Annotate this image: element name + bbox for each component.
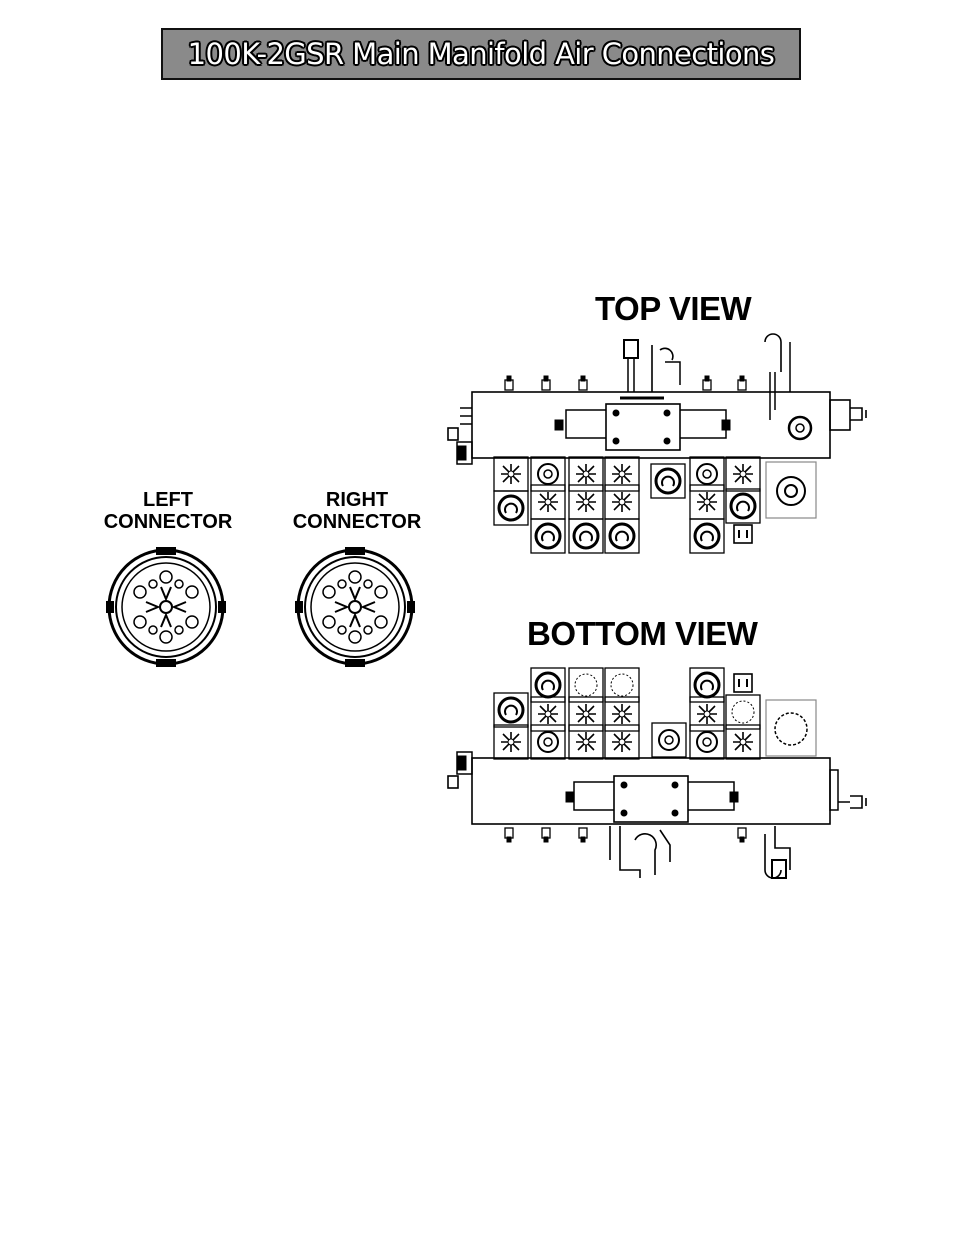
left-connector-label: LEFT CONNECTOR [83,489,253,533]
left-connector-label-line1: LEFT [143,489,193,511]
right-connector-label-line1: RIGHT [325,489,389,511]
right-connector-label: RIGHT CONNECTOR [272,489,442,533]
bottom-view-title: BOTTOM VIEW [527,615,758,652]
page-title: 100K-2GSR Main Manifold Air Connections [187,37,775,71]
right-connector-label-line2: CONNECTOR [292,511,422,533]
bottom-view-fittings [492,666,817,760]
top-view-title: TOP VIEW [595,290,752,327]
left-connector-icon [104,545,228,669]
top-view-drawing [447,333,867,465]
top-view-fittings [492,456,817,555]
title-banner: 100K-2GSR Main Manifold Air Connections [161,28,801,80]
right-connector-icon [293,545,417,669]
left-connector-label-line2: CONNECTOR [103,511,233,533]
bottom-view-drawing [447,751,867,879]
